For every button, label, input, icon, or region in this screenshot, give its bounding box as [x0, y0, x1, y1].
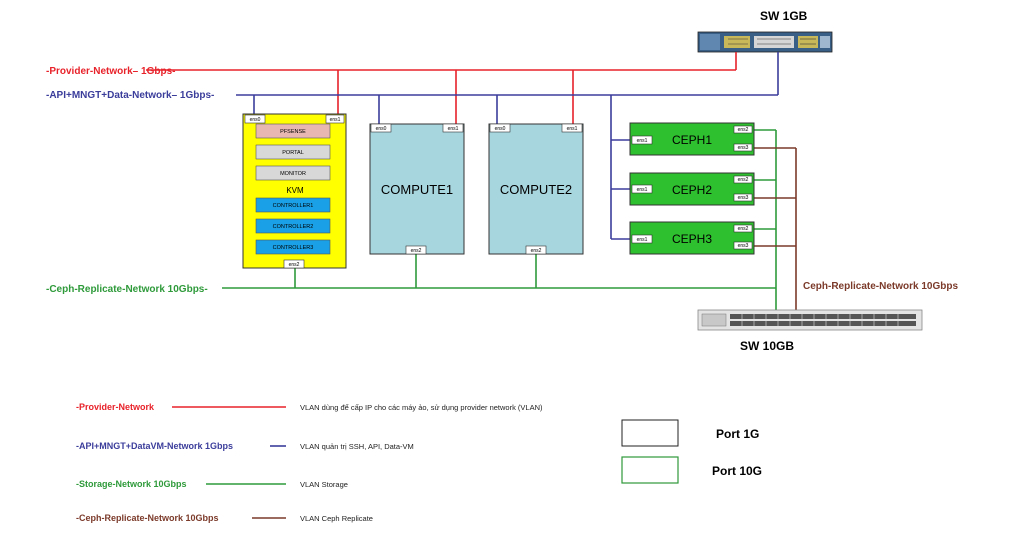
vm-portal: PORTAL: [282, 150, 304, 156]
ceph3-port-left: ens1: [637, 237, 648, 243]
ceph1-port-a: ens2: [738, 127, 749, 133]
legend-ceph-name: -Ceph-Replicate-Network 10Gbps: [76, 513, 219, 523]
vm-pfsense: PFSENSE: [280, 129, 306, 135]
ceph2-label: CEPH2: [672, 183, 712, 197]
ceph1-node: ens1 CEPH1 ens2 ens3: [629, 122, 755, 156]
port-legend: Port 1G Port 10G: [621, 419, 762, 484]
compute1-port-right: ens1: [448, 126, 459, 132]
compute2-host: ens0 ens1 COMPUTE2 ens2: [488, 123, 584, 255]
kvm-port-right: ens1: [330, 117, 341, 123]
legend-storage-name: -Storage-Network 10Gbps: [76, 479, 187, 489]
legend-ceph-desc: VLAN Ceph Replicate: [300, 514, 373, 523]
ceph2-port-left: ens1: [637, 187, 648, 193]
vm-controller1: CONTROLLER1: [273, 203, 314, 209]
sw10-label: SW 10GB: [740, 339, 794, 353]
ceph-replicate-left-label: -Ceph-Replicate-Network 10Gbps-: [46, 284, 208, 295]
ceph-replicate-right-label: Ceph-Replicate-Network 10Gbps: [803, 281, 958, 292]
legend-storage-desc: VLAN Storage: [300, 480, 348, 489]
compute2-port-left: ens0: [495, 126, 506, 132]
legend: -Provider-Network VLAN dùng để cấp IP ch…: [76, 402, 543, 523]
port-1g-label: Port 1G: [716, 427, 759, 441]
api-network-lines: [236, 52, 779, 240]
compute1-port-left: ens0: [376, 126, 387, 132]
port-10g-label: Port 10G: [712, 464, 762, 478]
compute2-label: COMPUTE2: [500, 182, 572, 197]
legend-provider-desc: VLAN dùng để cấp IP cho các máy ảo, sử d…: [300, 403, 543, 412]
kvm-port-left: ens0: [250, 117, 261, 123]
compute2-port-bottom: ens2: [531, 248, 542, 254]
compute2-port-right: ens1: [567, 126, 578, 132]
kvm-host: ens0 ens1 PFSENSE PORTAL MONITOR KVM CON…: [242, 113, 347, 269]
legend-api-name: -API+MNGT+DataVM-Network 1Gbps: [76, 441, 233, 451]
provider-network-lines: [146, 52, 737, 124]
ceph1-port-left: ens1: [637, 138, 648, 144]
provider-network-label: -Provider-Network– 1Gbps-: [46, 66, 175, 77]
ceph1-label: CEPH1: [672, 133, 712, 147]
sw1-device: [697, 31, 833, 53]
ceph3-node: ens1 CEPH3 ens2 ens3: [629, 221, 755, 255]
vm-controller2: CONTROLLER2: [273, 224, 314, 230]
vm-controller3: CONTROLLER3: [273, 245, 314, 251]
ceph3-port-a: ens2: [738, 226, 749, 232]
legend-provider-name: -Provider-Network: [76, 402, 155, 412]
legend-api-desc: VLAN quản trị SSH, API, Data-VM: [300, 442, 414, 451]
kvm-port-bottom: ens2: [289, 262, 300, 268]
ceph2-port-b: ens3: [738, 195, 749, 201]
compute1-port-bottom: ens2: [411, 248, 422, 254]
compute1-host: ens0 ens1 COMPUTE1 ens2: [369, 123, 465, 255]
kvm-label: KVM: [286, 186, 304, 195]
vm-monitor: MONITOR: [280, 171, 306, 177]
api-network-label: -API+MNGT+Data-Network– 1Gbps-: [46, 90, 214, 101]
storage-network-lines: [222, 129, 777, 318]
ceph3-port-b: ens3: [738, 243, 749, 249]
ceph2-port-a: ens2: [738, 177, 749, 183]
compute1-label: COMPUTE1: [381, 182, 453, 197]
sw10-device: [697, 309, 923, 331]
ceph2-node: ens1 CEPH2 ens2 ens3: [629, 172, 755, 206]
sw1-label: SW 1GB: [760, 9, 808, 23]
ceph1-port-b: ens3: [738, 145, 749, 151]
ceph-replicate-lines: [754, 147, 797, 318]
ceph3-label: CEPH3: [672, 232, 712, 246]
